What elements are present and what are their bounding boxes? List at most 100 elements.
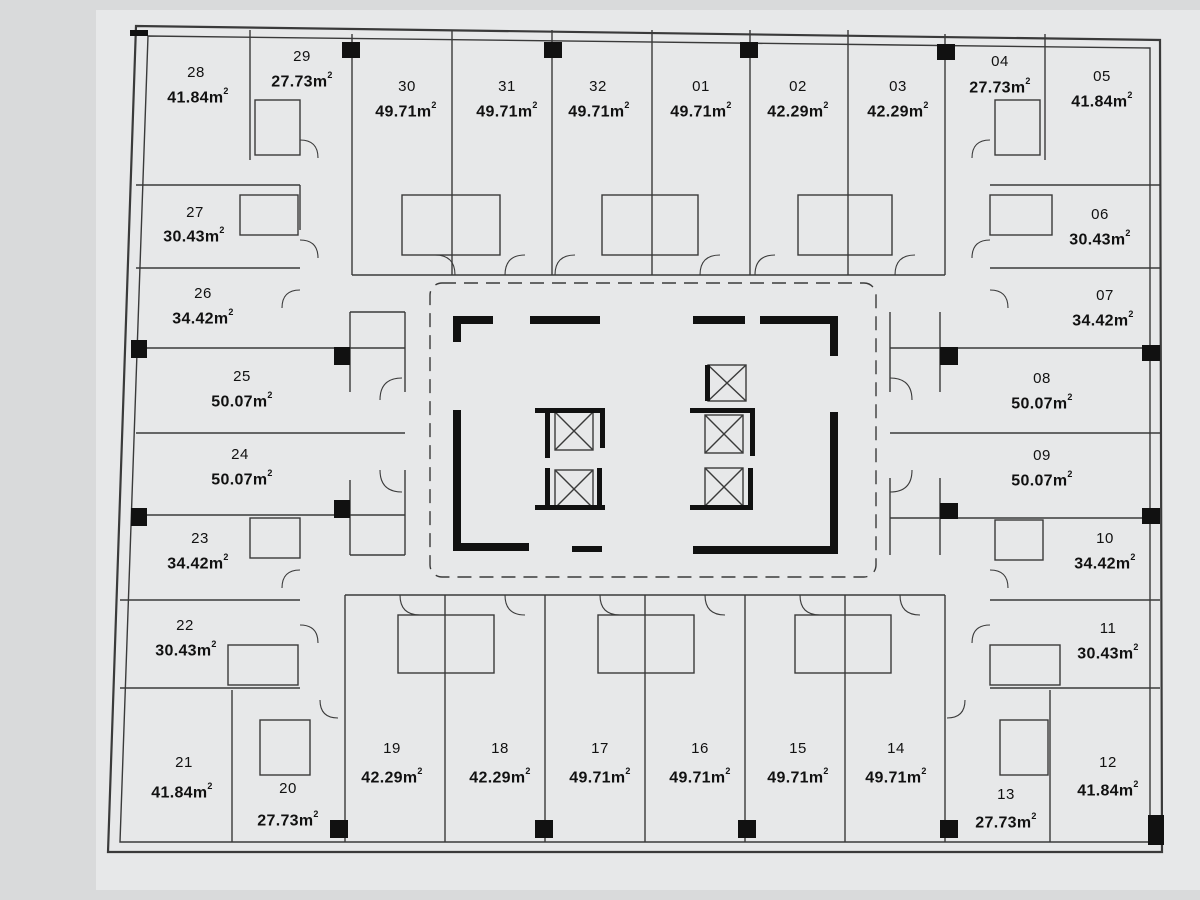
- core-wall: [693, 546, 838, 554]
- unit-area-exponent: 2: [1133, 642, 1139, 652]
- unit-area-exponent: 2: [327, 70, 333, 80]
- unit-number: 26: [194, 285, 212, 302]
- unit-area: 34.42m2: [172, 307, 234, 328]
- unit-area-exponent: 2: [1125, 228, 1131, 238]
- unit-number: 17: [591, 740, 609, 757]
- unit-area: 50.07m2: [1011, 392, 1073, 413]
- unit-area: 42.29m2: [469, 766, 530, 787]
- core-wall: [597, 468, 602, 510]
- unit-area: 49.71m2: [476, 100, 538, 121]
- door-swings: [281, 139, 1009, 719]
- unit-area-exponent: 2: [921, 766, 927, 776]
- unit-number: 03: [889, 78, 907, 95]
- unit-area: 41.84m2: [167, 86, 229, 107]
- core-wall: [535, 505, 605, 510]
- bathroom: [397, 614, 495, 674]
- column: [330, 820, 348, 838]
- unit-area-value: 50.07m: [211, 471, 268, 489]
- core-boundary: [429, 282, 877, 578]
- unit-area: 49.71m2: [569, 766, 630, 787]
- unit-area: 49.71m2: [375, 100, 437, 121]
- unit-area: 42.29m2: [361, 766, 423, 787]
- unit-area: 41.84m2: [1077, 779, 1139, 800]
- bathroom: [254, 99, 301, 156]
- unit-area: 34.42m2: [167, 552, 229, 573]
- unit-number: 19: [383, 740, 401, 757]
- unit-area-exponent: 2: [624, 100, 630, 110]
- unit-area-value: 30.43m: [163, 228, 220, 246]
- unit-area-exponent: 2: [267, 468, 273, 478]
- unit-area-value: 49.71m: [375, 103, 432, 121]
- unit-area-exponent: 2: [223, 552, 229, 562]
- unit-area-value: 30.43m: [1069, 231, 1126, 249]
- core-wall: [690, 408, 752, 413]
- column: [1148, 815, 1164, 845]
- unit-area: 30.43m2: [1077, 642, 1139, 663]
- unit-number: 21: [175, 754, 193, 771]
- unit-area: 30.43m2: [163, 225, 224, 246]
- unit-area-exponent: 2: [1067, 392, 1073, 402]
- unit-area-exponent: 2: [1133, 779, 1139, 789]
- unit-area: 27.73m2: [975, 811, 1036, 832]
- unit-area-value: 41.84m: [1071, 93, 1128, 111]
- unit-area-exponent: 2: [223, 86, 229, 96]
- elevator-shaft: [554, 364, 747, 509]
- unit-area-value: 41.84m: [1077, 782, 1134, 800]
- unit-area-value: 42.29m: [469, 769, 526, 787]
- unit-area-value: 34.42m: [172, 310, 229, 328]
- unit-number: 10: [1096, 530, 1114, 547]
- unit-area: 27.73m2: [271, 70, 333, 91]
- unit-number: 11: [1099, 620, 1117, 637]
- unit-area-exponent: 2: [1127, 90, 1133, 100]
- unit-area: 50.07m2: [211, 390, 272, 411]
- bathroom: [601, 194, 699, 256]
- unit-area: 34.42m2: [1074, 552, 1135, 573]
- bathroom: [794, 614, 892, 674]
- unit-area-exponent: 2: [417, 766, 423, 776]
- unit-number: 31: [498, 78, 516, 95]
- core-wall: [748, 468, 753, 510]
- core-wall: [453, 543, 529, 551]
- unit-number: 22: [176, 617, 194, 634]
- bathroom: [239, 194, 299, 236]
- outer-wall-inner: [119, 35, 1151, 843]
- unit-area-exponent: 2: [228, 307, 234, 317]
- column: [130, 30, 148, 36]
- unit-area: 41.84m2: [1071, 90, 1133, 111]
- unit-number: 28: [187, 64, 205, 81]
- unit-area-exponent: 2: [923, 100, 929, 110]
- unit-area-exponent: 2: [532, 100, 538, 110]
- column: [738, 820, 756, 838]
- unit-area-exponent: 2: [211, 639, 217, 649]
- bathroom: [401, 194, 501, 256]
- core-wall: [690, 505, 752, 510]
- bathroom: [994, 99, 1041, 156]
- unit-area: 49.71m2: [767, 766, 828, 787]
- unit-area-exponent: 2: [725, 766, 731, 776]
- unit-area: 42.29m2: [767, 100, 828, 121]
- unit-number: 14: [887, 740, 905, 757]
- unit-area: 27.73m2: [969, 76, 1031, 97]
- unit-area-value: 41.84m: [151, 784, 208, 802]
- unit-area-value: 50.07m: [211, 393, 268, 411]
- column: [740, 42, 758, 58]
- column: [940, 820, 958, 838]
- column: [1142, 345, 1160, 361]
- unit-area-value: 27.73m: [975, 814, 1032, 832]
- unit-area-value: 27.73m: [969, 79, 1026, 97]
- bathroom: [989, 194, 1053, 236]
- unit-area-exponent: 2: [1025, 76, 1031, 86]
- unit-area-value: 49.71m: [476, 103, 533, 121]
- column: [1142, 508, 1160, 524]
- unit-number: 25: [233, 368, 251, 385]
- unit-number: 20: [279, 780, 297, 797]
- column: [334, 347, 350, 365]
- core-wall: [535, 408, 605, 413]
- unit-area-value: 49.71m: [669, 769, 726, 787]
- unit-number: 07: [1096, 287, 1114, 304]
- unit-area-exponent: 2: [431, 100, 437, 110]
- unit-area-value: 42.29m: [767, 103, 824, 121]
- unit-area-value: 41.84m: [167, 89, 224, 107]
- unit-area-value: 30.43m: [155, 642, 212, 660]
- bathroom: [249, 517, 301, 559]
